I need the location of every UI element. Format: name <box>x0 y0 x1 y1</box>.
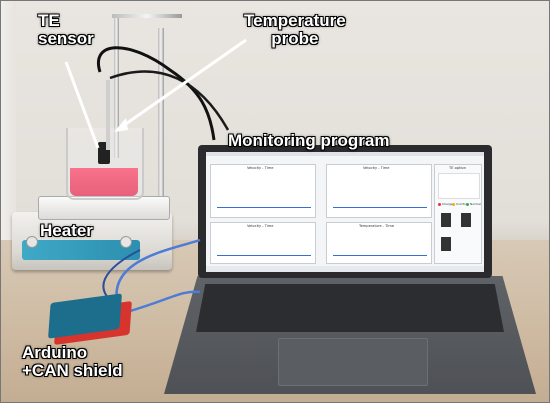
chart-panel-1: Velocity - Time <box>210 164 316 218</box>
side-panel-title: TE option <box>449 166 466 170</box>
chart-title-1: Velocity - Time <box>247 166 274 170</box>
legend-dot-charge <box>438 203 441 206</box>
label-monitoring-program: Monitoring program <box>228 131 390 150</box>
stand-rod-left <box>114 18 119 158</box>
chart-panel-4: Temperature - Time <box>326 222 432 264</box>
stand-bar-top <box>112 14 182 18</box>
chart-panel-2: Velocity - Time <box>326 164 432 218</box>
chart-series-4 <box>333 255 427 256</box>
window-titlebar <box>206 152 484 156</box>
chart-title-3: Velocity - Time <box>247 224 274 228</box>
probe-cable <box>109 70 230 131</box>
label-arduino-text: Arduino +CAN shield <box>22 343 123 380</box>
indicator-1 <box>441 213 451 227</box>
laptop-touchpad <box>278 338 428 386</box>
usb-cable-2 <box>119 290 201 316</box>
can-cable <box>102 249 141 301</box>
option-list <box>438 173 480 199</box>
label-te-sensor: TE sensor <box>38 12 94 48</box>
laptop-keyboard <box>196 284 504 332</box>
indicator-2 <box>461 213 471 227</box>
chart-series-1 <box>217 207 311 208</box>
chart-panel-3: Velocity - Time <box>210 222 316 264</box>
arrow-te-sensor <box>64 61 100 149</box>
legend-dot-comfort <box>452 203 455 206</box>
chart-title-4: Temperature - Time <box>359 224 395 228</box>
legend-normal: Normal <box>470 202 481 206</box>
temperature-probe-rod <box>106 80 110 150</box>
label-temperature-probe: Temperature probe <box>244 12 346 48</box>
heater-knob-1 <box>26 236 38 248</box>
chart-series-2 <box>333 207 427 208</box>
chart-title-2: Velocity - Time <box>363 166 390 170</box>
red-liquid <box>70 168 138 196</box>
legend-charge: Charge <box>442 202 453 206</box>
glass-beaker <box>66 128 144 200</box>
heater-knob-2 <box>120 236 132 248</box>
chart-series-3 <box>217 255 311 256</box>
legend-dot-normal <box>466 203 469 206</box>
heater-control-panel <box>22 240 140 260</box>
sensor-cable <box>97 46 216 141</box>
laptop-screen: Velocity - Time Velocity - Time Velocity… <box>206 152 484 272</box>
arrow-temperature-probe <box>119 38 247 130</box>
label-temperature-probe-text: Temperature probe <box>244 11 346 48</box>
arrowhead-probe <box>114 118 128 132</box>
label-arduino: Arduino +CAN shield <box>22 344 123 380</box>
indicator-3 <box>441 237 451 251</box>
taskbar <box>206 266 484 272</box>
side-control-panel: TE option Charge Comfort Normal <box>434 164 482 264</box>
label-te-sensor-text: TE sensor <box>38 11 94 48</box>
stand-rod-right <box>158 28 164 200</box>
legend-comfort: Comfort <box>456 202 469 206</box>
heater-plate <box>38 196 170 220</box>
label-heater: Heater <box>40 221 93 240</box>
